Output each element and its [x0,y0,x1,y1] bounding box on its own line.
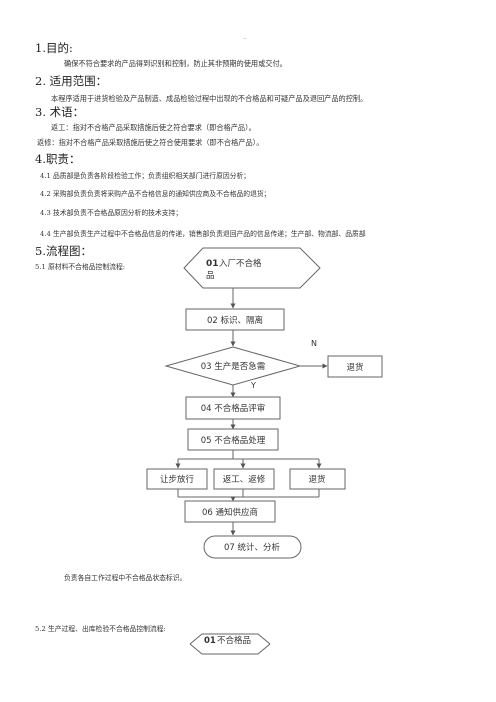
flow-end-label: 07 统计、分析 [224,542,281,553]
flow-branch-concession-label: 让步放行 [160,474,195,485]
flow-start-num: 01 [206,259,219,269]
section-1-heading: 1.目的: [35,41,73,55]
section-5-heading: 5.流程图： [35,244,92,258]
flow-step-4-label: 04 不合格品评审 [201,403,266,414]
page-mark: .. [243,34,247,41]
flow-branch-return [289,468,346,490]
flow-step-6-label: 06 通知供应商 [202,507,258,518]
flow-step-2-label: 02 标识、隔离 [207,315,263,326]
section-4-item-2: 4.2 采购部负责负责将采购产品不合格信息的通知供应商及不合格品的退货； [40,190,271,198]
section-4-item-1: 4.1 品质部是负责各阶段检验工作；负责组织相关部门进行原因分析； [40,172,251,180]
flow-branch-rework [213,468,275,490]
section-2-heading: 2. 适用范围： [35,74,108,88]
flow-reject [327,355,383,378]
section-5-1-title: 5.1 原材料不合格品控制流程: [35,263,126,271]
section-2-body: 本程序适用于进货检验及产品制造、成品检验过程中出现的不合格品和可疑产品及退回产品… [51,94,368,103]
section-4-heading: 4.职责： [35,152,81,166]
flow-step-6 [184,500,276,523]
flow-branch-concession [146,468,208,490]
flow-branch-return-label: 退货 [308,474,326,485]
flow-no-label: N [311,339,317,348]
flow2-start-num: 01 [204,636,216,646]
flow2-start-shape [189,633,271,645]
flow2-start-shape-bottom [189,643,271,655]
responsibility-note: 负责各自工作过程中不合格品状态标识。 [64,574,187,582]
section-3-line-2: 返修：指对不合格产品采取措施后使之符合使用要求（即不合格产品）。 [37,138,264,147]
flow2-start-label: 不合格品 [217,635,251,646]
flow-branch-rework-label: 返工、返修 [223,474,266,485]
section-3-heading: 3. 术语： [35,105,85,119]
section-4-item-4: 4.4 生产部负责生产过程中不合格品信息的传递，销售部负责退回产品的信息传递；生… [40,230,366,238]
flow-start-shape [183,247,321,289]
flow-yes-label: Y [250,381,256,390]
section-5-2-title: 5.2 生产过程、出库检验不合格品控制流程: [35,625,166,633]
section-1-body: 确保不符合要求的产品得到识别和控制，防止其非预期的使用或交付。 [64,59,287,68]
flow-end [203,535,302,559]
flow-decision-label: 03 生产是否急需 [201,361,266,372]
flow-reject-label: 退货 [346,362,364,373]
section-4-item-3: 4.3 技术部负责不合格品原因分析的技术支持； [40,209,183,217]
flow-step-2 [185,308,285,331]
flow-step-5-label: 05 不合格品处理 [201,435,266,446]
flow-start-label-2: 品 [206,271,215,281]
flow-start-label: 入厂不合格 [219,258,262,269]
section-3-line-1: 返工：指对不合格产品采取措施后使之符合要求（即合格产品）。 [51,123,256,132]
